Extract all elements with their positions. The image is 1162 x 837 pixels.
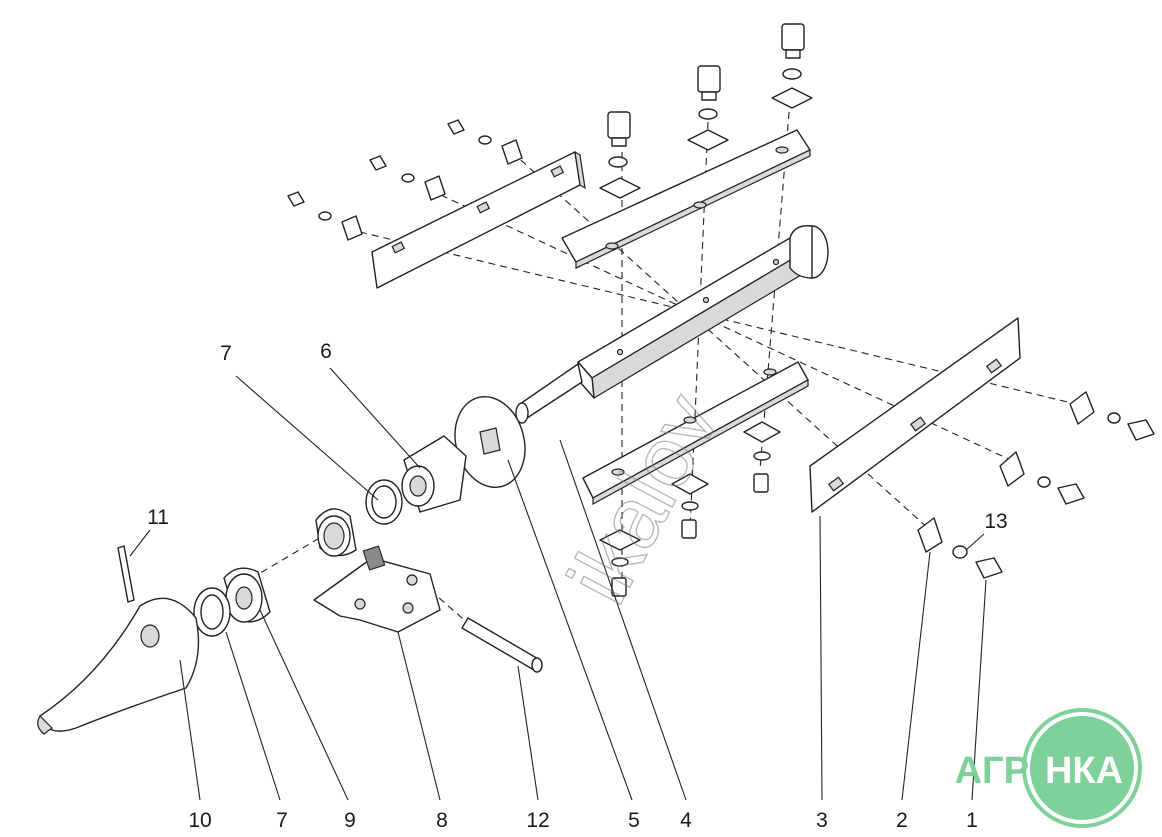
agronka-logo: АГРО НКА <box>955 708 1142 828</box>
vertical-bolts-top <box>599 23 813 199</box>
hub-housing-part-10 <box>37 597 200 735</box>
vertical-bolts-bottom <box>599 421 781 597</box>
logo-text-left: АГРО <box>955 750 1058 792</box>
bolt-top-2 <box>687 65 729 151</box>
logo-circle <box>1022 708 1142 828</box>
square-shaft <box>515 225 829 424</box>
ring-part-7-upper <box>365 479 403 525</box>
callout-6: 6 <box>320 340 332 363</box>
callout-labels: 10 7 9 8 12 5 4 3 2 1 7 6 11 13 <box>147 340 1008 832</box>
callout-3: 3 <box>816 809 828 832</box>
lower-center-strip <box>582 361 809 506</box>
shaft-round-end <box>515 363 583 424</box>
bolt-set-c <box>447 119 523 165</box>
leader-lines <box>129 367 987 801</box>
callout-10: 10 <box>188 809 211 832</box>
logo-text-right: НКА <box>1045 750 1123 792</box>
callout-1: 1 <box>966 809 978 832</box>
callout-9: 9 <box>344 809 356 832</box>
bolt-set-a <box>287 191 363 241</box>
callout-4: 4 <box>680 809 692 832</box>
bolt-bottom-2 <box>671 473 709 539</box>
upper-left-strip <box>371 150 586 289</box>
watermark: ikalov <box>549 378 738 619</box>
upper-left-bolts <box>287 119 523 241</box>
bolt-bottom-3 <box>743 421 781 493</box>
washer-part-13 <box>952 545 968 559</box>
shaft-end-cap <box>789 225 829 279</box>
upper-right-strip <box>561 129 811 269</box>
right-long-strip <box>809 317 1021 513</box>
watermark-text: ikalov <box>550 379 738 618</box>
callout-7-bottom: 7 <box>276 809 288 832</box>
bolt-top-3 <box>771 23 813 109</box>
callout-8: 8 <box>436 809 448 832</box>
bearing-housing-part-6 <box>401 435 467 513</box>
right-bolt-set-1 <box>1069 391 1155 441</box>
callout-7-top: 7 <box>220 342 232 365</box>
bolt-set-b <box>369 155 446 201</box>
ring-part-7-lower <box>193 587 231 637</box>
bushing-part-9 <box>223 567 271 623</box>
pin-part-12 <box>461 617 543 673</box>
bolt-top-1 <box>599 111 641 199</box>
small-pin-part-11 <box>117 545 135 603</box>
callout-5: 5 <box>628 809 640 832</box>
bracket-part-8 <box>313 508 441 633</box>
right-bolt-set-2 <box>999 451 1085 505</box>
callout-2: 2 <box>896 809 908 832</box>
disc-part-5 <box>454 396 526 488</box>
callout-12: 12 <box>526 809 549 832</box>
callout-13: 13 <box>984 510 1007 533</box>
callout-11: 11 <box>147 506 169 529</box>
